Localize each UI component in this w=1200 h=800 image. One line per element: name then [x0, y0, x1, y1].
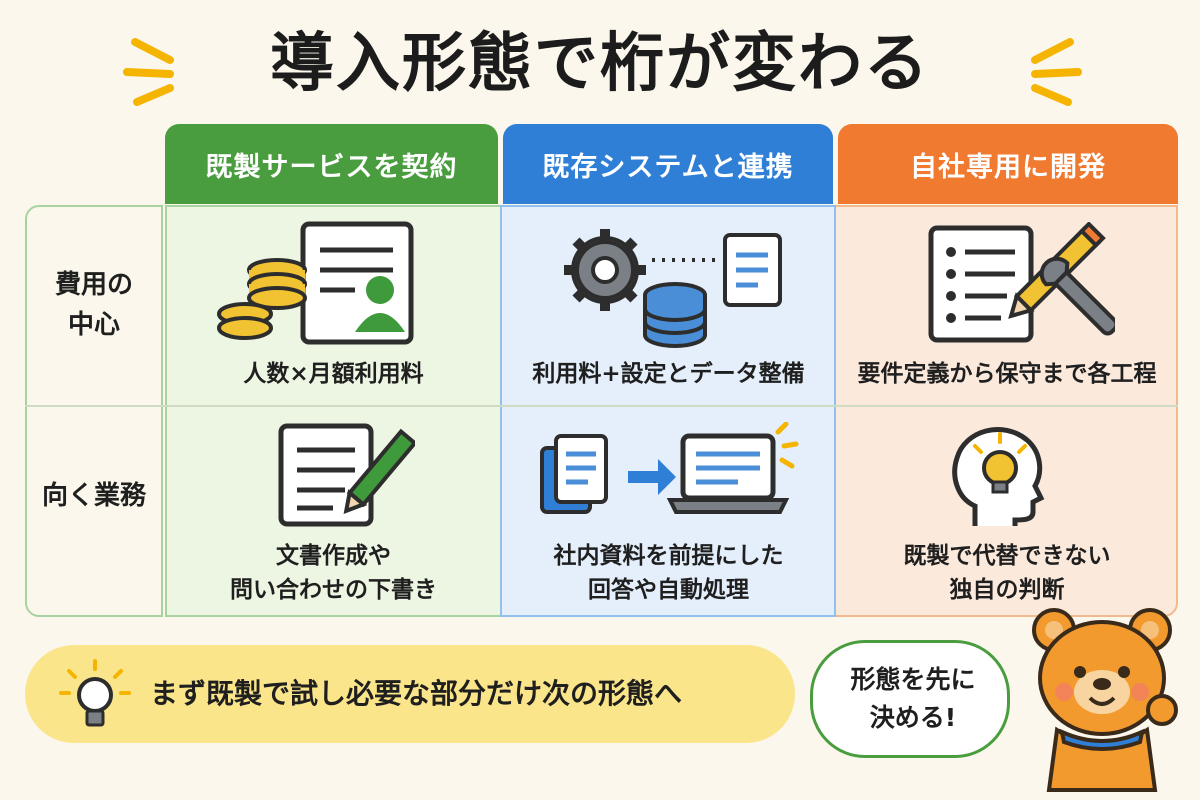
column-header-integration: 既存システムと連携 [503, 124, 833, 204]
gear-database-document-icon [564, 229, 782, 348]
checklist-pencil-wrench-icon [928, 222, 1115, 343]
fit-integration-line1: 社内資料を前提にした [553, 543, 784, 569]
tip-text: まず既製で試し必要な部分だけ次の形態へ [150, 677, 683, 710]
column-header-custom: 自社専用に開発 [838, 124, 1178, 204]
tip-banner: まず既製で試し必要な部分だけ次の形態へ [25, 645, 795, 743]
column-header-subscription: 既製サービスを契約 [165, 124, 498, 204]
fit-custom-line1: 既製で代替できない [903, 543, 1111, 569]
bubble-line1: 形態を先に [850, 665, 976, 694]
row-label-fit: 向く業務 [41, 481, 146, 511]
coins-document-person-icon [217, 221, 414, 345]
row-label-cost-line1: 費用の [54, 270, 133, 300]
row-label-cost-line2: 中心 [67, 310, 120, 340]
cost-custom: 要件定義から保守まで各工程 [857, 361, 1157, 387]
cost-integration: 利用料+設定とデータ整備 [532, 361, 805, 387]
burst-right-icon [1031, 38, 1082, 106]
documents-arrow-laptop-icon [540, 422, 799, 514]
speech-bubble: 形態を先に 決める! [810, 640, 1010, 758]
fit-custom-line2: 独自の判断 [949, 577, 1065, 603]
cost-subscription: 人数×月額利用料 [243, 361, 424, 387]
fit-integration-line2: 回答や自動処理 [588, 577, 749, 603]
head-lightbulb-icon [952, 427, 1045, 526]
document-pencil-icon [278, 423, 415, 527]
page-title: 導入形態で桁が変わる [270, 27, 930, 101]
bubble-line2: 決める! [869, 703, 957, 732]
row-label-column [25, 205, 163, 617]
lightbulb-icon [59, 659, 131, 727]
fit-subscription-line2: 問い合わせの下書き [230, 577, 437, 603]
title-area: 導入形態で桁が変わる [0, 14, 1200, 114]
bear-mascot-icon [1032, 608, 1178, 792]
fit-subscription-line1: 文書作成や [276, 543, 391, 569]
burst-left-icon [123, 38, 174, 106]
row-divider [25, 405, 1178, 407]
